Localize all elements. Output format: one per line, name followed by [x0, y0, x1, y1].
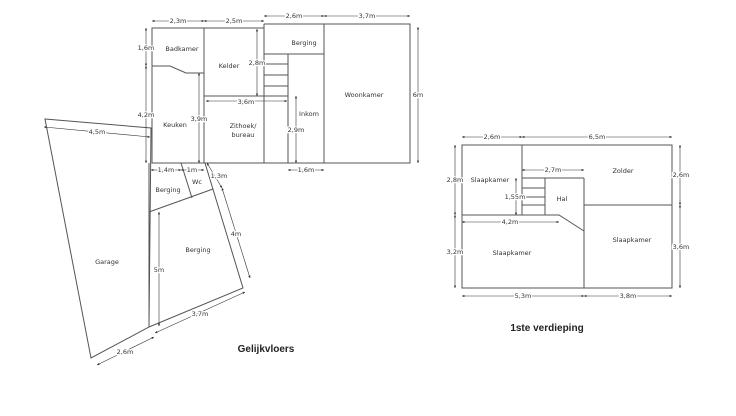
ground-floor-walls — [44, 23, 411, 359]
dim-ff-right-top: 2,6m — [673, 171, 690, 179]
room-hal: Hal — [557, 195, 568, 203]
first-floor-dimension-labels: 2,6m 6,5m 2,7m 1,55m 4,2m 2,8m 3,2m 2,6m… — [445, 132, 690, 302]
dim-woonkamer-width: 3,7m — [359, 12, 376, 20]
dim-ff-top-left: 2,6m — [484, 133, 501, 141]
ground-floor-rooms: Badkamer Kelder Berging Woonkamer Keuken… — [95, 39, 384, 266]
dim-garage-bottom: 2,6m — [117, 348, 134, 356]
dim-berging-depth: 5m — [154, 266, 164, 274]
first-floor-walls — [461, 144, 673, 289]
room-slaapkamer-right: Slaapkamer — [613, 236, 652, 244]
room-woonkamer: Woonkamer — [345, 91, 384, 99]
dim-zithoek-width: 3,6m — [238, 98, 255, 106]
room-berging-small: Berging — [155, 186, 180, 194]
first-floor-rooms: Slaapkamer Zolder Hal Slaapkamer Slaapka… — [471, 167, 652, 257]
dim-keuken-inner: 3,9m — [191, 115, 208, 123]
room-garage: Garage — [95, 258, 119, 266]
dim-inkom-depth: 2,9m — [288, 126, 305, 134]
room-berging-top: Berging — [291, 39, 316, 47]
stairs — [264, 63, 288, 87]
room-zolder: Zolder — [612, 167, 633, 175]
dim-berging-width: 2,6m — [286, 12, 303, 20]
dim-garage-top: 4,5m — [89, 128, 106, 136]
dim-badkamer-width: 2,3m — [170, 17, 187, 25]
room-slaapkamer-top-left: Slaapkamer — [471, 176, 510, 184]
stairs-first-floor — [521, 177, 546, 216]
dim-berging-small-width: 1,4m — [158, 166, 175, 174]
room-slaapkamer-bottom-left: Slaapkamer — [493, 249, 532, 257]
dim-keuken-depth: 4,2m — [138, 111, 155, 119]
dim-ff-bottom-right: 3,8m — [620, 292, 637, 300]
room-zithoek-line2: bureau — [232, 131, 255, 139]
dim-ff-right-bottom: 3,6m — [673, 243, 690, 251]
first-floor-dimension-lines — [453, 135, 682, 298]
dim-ff-hal-width: 2,7m — [545, 166, 562, 174]
room-keuken: Keuken — [163, 121, 187, 129]
room-wc: Wc — [192, 178, 202, 186]
dim-berging-bottom: 3,7m — [192, 310, 209, 318]
first-floor-title: 1ste verdieping — [510, 323, 583, 334]
ground-floor-dimension-labels: 2,3m 2,5m 2,6m 3,7m 1,6m 4,2m 2,8m 3,9m … — [87, 11, 424, 358]
dim-kelder-depth: 2,8m — [249, 59, 266, 67]
ground-floor-title: Gelijkvloers — [238, 344, 295, 355]
dim-ff-top-right: 6,5m — [589, 133, 606, 141]
dim-ff-left-top: 2,8m — [447, 176, 464, 184]
ground-floor-dimension-lines — [43, 14, 420, 366]
room-inkom: Inkom — [299, 110, 319, 118]
dim-wc-depth: 1,3m — [211, 172, 228, 180]
dim-ff-bottom-left: 5,3m — [515, 292, 532, 300]
room-zithoek-line1: Zithoek/ — [230, 122, 258, 130]
dim-berging-side: 4m — [231, 230, 241, 238]
room-berging-large: Berging — [185, 246, 210, 254]
dim-wc-width: 1m — [187, 166, 197, 174]
dim-ff-left-bottom: 3,2m — [447, 248, 464, 256]
room-badkamer: Badkamer — [165, 45, 199, 53]
dim-ff-slaapkamer-width: 4,2m — [502, 218, 519, 226]
dim-badkamer-depth: 1,6m — [138, 44, 155, 52]
dim-inkom-width: 1,6m — [298, 166, 315, 174]
dim-kelder-width: 2,5m — [226, 17, 243, 25]
dim-ff-stair-depth: 1,55m — [505, 193, 526, 201]
dim-woonkamer-depth: 6m — [413, 91, 423, 99]
room-kelder: Kelder — [219, 62, 240, 70]
